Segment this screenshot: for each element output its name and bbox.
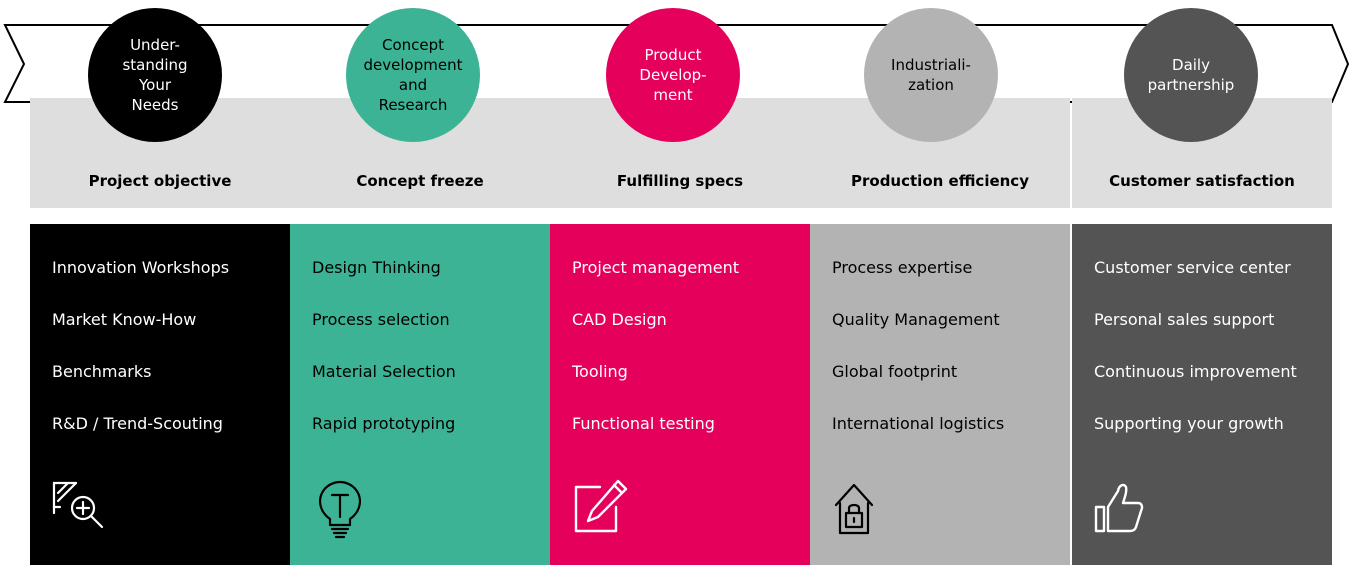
stage-card-5: Customer service center Personal sales s… (1072, 224, 1332, 565)
list-item: Project management (572, 258, 740, 277)
list-item: Quality Management (832, 310, 1000, 329)
list-item: Market Know-How (52, 310, 197, 329)
stage-header-title: Production efficiency (851, 172, 1029, 190)
list-item: Continuous improvement (1094, 362, 1297, 381)
list-item: Material Selection (312, 362, 456, 381)
list-item: Customer service center (1094, 258, 1291, 277)
stage-header-title: Project objective (88, 172, 232, 190)
stage-card-2: Design Thinking Process selection Materi… (290, 224, 550, 565)
list-item: Design Thinking (312, 258, 441, 277)
stage-card-1: Innovation Workshops Market Know-How Ben… (30, 224, 290, 565)
list-item: Process selection (312, 310, 450, 329)
stage-items: Project management CAD Design Tooling Fu… (572, 257, 739, 465)
list-item: Tooling (572, 362, 628, 381)
lightbulb-icon (319, 480, 361, 539)
list-item: Innovation Workshops (52, 258, 230, 277)
stage-circle-label: Daily partnership (1147, 56, 1235, 94)
secure-house-icon (834, 483, 874, 535)
list-item: R&D / Trend-Scouting (52, 414, 223, 433)
stage-circle-1: Under- standing Your Needs (88, 8, 222, 142)
stage-items: Process expertise Quality Management Glo… (832, 257, 1004, 465)
list-item: Functional testing (572, 414, 715, 433)
list-item: Personal sales support (1094, 310, 1275, 329)
list-item: International logistics (832, 414, 1005, 433)
magnifier-analysis-icon (52, 481, 104, 529)
stage-card-4: Process expertise Quality Management Glo… (810, 224, 1070, 565)
list-item: Supporting your growth (1094, 414, 1284, 433)
stage-header-title: Customer satisfaction (1109, 172, 1295, 190)
stage-card-3: Project management CAD Design Tooling Fu… (550, 224, 810, 565)
stage-circle-label: Product Develop- ment (639, 46, 707, 104)
stage-circle-label: Concept development and Research (363, 36, 463, 114)
stage-items: Design Thinking Process selection Materi… (312, 257, 456, 465)
list-item: CAD Design (572, 310, 667, 329)
list-item: Benchmarks (52, 362, 152, 381)
stage-header-4: Production efficiency (810, 98, 1070, 208)
list-item: Rapid prototyping (312, 414, 456, 433)
thumbs-up-icon (1094, 483, 1144, 533)
stage-circle-5: Daily partnership (1124, 8, 1258, 142)
stage-circle-label: Under- standing Your Needs (122, 36, 188, 114)
stage-circle-3: Product Develop- ment (606, 8, 740, 142)
stage-header-title: Fulfilling specs (616, 172, 744, 190)
stage-items: Innovation Workshops Market Know-How Ben… (52, 257, 229, 465)
list-item: Global footprint (832, 362, 958, 381)
stage-circle-4: Industriali- zation (864, 8, 998, 142)
stage-circle-label: Industriali- zation (891, 56, 971, 94)
stage-items: Customer service center Personal sales s… (1094, 257, 1297, 465)
stage-header-title: Concept freeze (356, 172, 484, 190)
edit-pencil-icon (574, 479, 628, 533)
list-item: Process expertise (832, 258, 973, 277)
stage-circle-2: Concept development and Research (346, 8, 480, 142)
